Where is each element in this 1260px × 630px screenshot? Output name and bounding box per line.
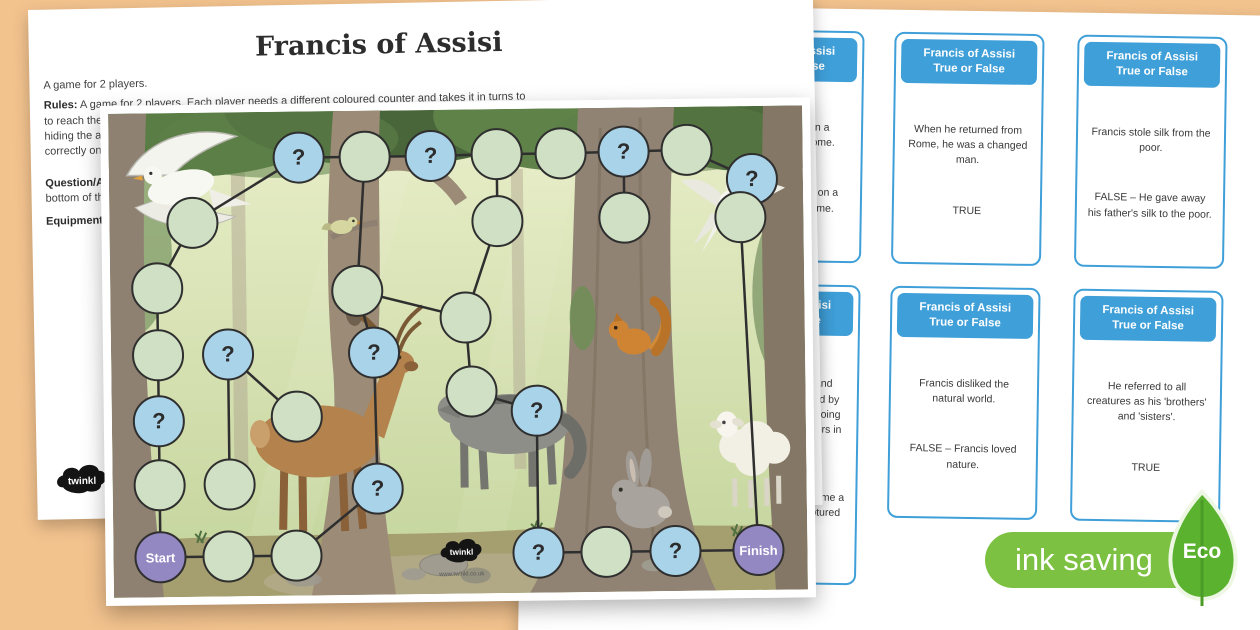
equipment-label: Equipment: [45,214,107,228]
twinkl-cloud-icon: twinkl [440,538,482,563]
twinkl-cloud-icon: twinkl [57,464,106,494]
svg-text:twinkl: twinkl [450,547,474,557]
board-twinkl-logo: twinkl www.twinkl.co.uk [429,535,494,578]
twinkl-url: www.twinkl.co.uk [439,571,485,578]
card-body: Francis stole silk from the poor. FALSE –… [1081,86,1220,262]
ink-saving-label: ink saving [1015,542,1153,577]
twinkl-logo: twinkl [53,460,112,502]
card-statement: He referred to all creatures as his 'bro… [1086,380,1207,424]
card-answer: TRUE [1131,461,1161,474]
card-body: Francis disliked the natural world. FALSE… [894,337,1033,513]
card-statement: When he returned from Rome, he was a cha… [908,123,1028,167]
card-answer: FALSE – Francis loved nature. [909,442,1017,471]
squirrel-image [608,296,672,357]
board-illustration: ?????????Start??Finish twinkl www.twinkl… [108,105,808,598]
eco-leaf-icon: Eco [1168,489,1238,606]
small-bird-image [321,216,364,235]
card-body: When he returned from Rome, he was a cha… [898,83,1037,259]
card-statement: Francis stole silk from the poor. [1091,125,1211,155]
instruction-sheet: Francis of Assisi A game for 2 players. … [28,0,823,520]
lamb-image [709,411,791,509]
rabbit-image [611,448,673,529]
svg-text:twinkl: twinkl [68,476,97,488]
game-board: ?????????Start??Finish twinkl www.twinkl… [100,97,817,606]
card-answer: TRUE [952,204,982,217]
card-statement: Francis disliked the natural world. [919,377,1010,406]
page-title: Francis of Assisi [254,26,503,63]
svg-text:Eco: Eco [1183,540,1222,563]
rules-label: Rules: [43,99,78,112]
card-answer: FALSE – He gave away his father's silk t… [1087,191,1212,221]
players-line: A game for 2 players. [43,77,148,92]
